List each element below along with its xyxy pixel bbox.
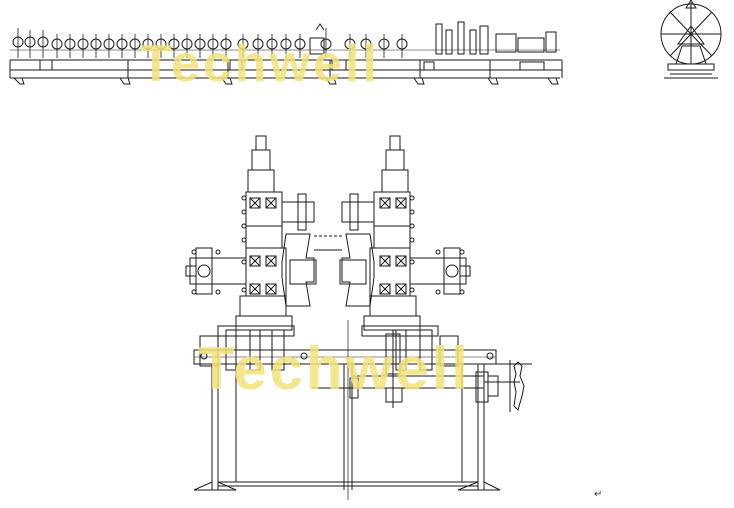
watermark-top: Techwell [140,35,380,93]
left-tower [185,135,317,337]
roll-station-section [185,135,532,500]
paragraph-return-mark: ↵ [594,489,603,500]
production-line-elevation [9,21,563,85]
right-tower [339,135,471,337]
support-legs [193,364,501,491]
decoiler-view [660,0,722,79]
watermark-bottom: Techwell [198,335,471,402]
